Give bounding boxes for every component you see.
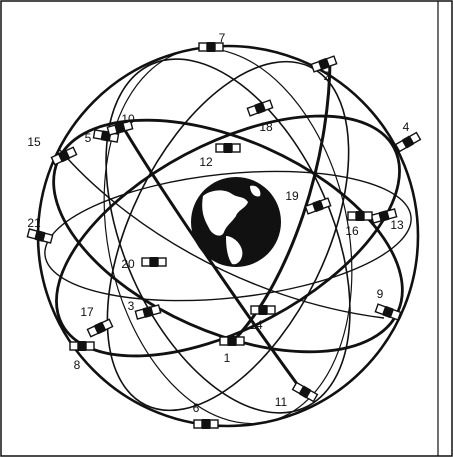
satellite-label-3: 3 xyxy=(128,299,135,313)
satellite-label-2: 2 xyxy=(324,69,331,83)
solar-panel-icon xyxy=(364,212,372,220)
satellite-label-8: 8 xyxy=(74,358,81,372)
solar-panel-icon xyxy=(236,337,244,345)
satellite-21 xyxy=(27,228,53,244)
satellite-body-icon xyxy=(224,143,232,153)
satellite-body-icon xyxy=(228,336,236,346)
satellite-label-5: 5 xyxy=(85,131,92,145)
satellite-label-7: 7 xyxy=(219,31,226,45)
satellite-14 xyxy=(251,305,275,315)
solar-panel-icon xyxy=(232,144,240,152)
satellite-label-10: 10 xyxy=(121,112,135,126)
satellite-12 xyxy=(216,143,240,153)
satellite-label-20: 20 xyxy=(121,257,135,271)
satellite-4 xyxy=(395,132,421,153)
solar-panel-icon xyxy=(93,130,102,139)
satellite-body-icon xyxy=(356,211,364,221)
satellite-20 xyxy=(142,257,166,267)
solar-panel-icon xyxy=(267,306,275,314)
satellite-label-9: 9 xyxy=(377,287,384,301)
solar-panel-icon xyxy=(251,306,259,314)
satellite-9 xyxy=(375,303,401,321)
solar-panel-icon xyxy=(70,342,78,350)
satellite-label-14: 14 xyxy=(249,318,263,332)
satellite-label-13: 13 xyxy=(390,218,404,232)
satellite-label-4: 4 xyxy=(403,120,410,134)
solar-panel-icon xyxy=(158,258,166,266)
satellite-label-15: 15 xyxy=(27,135,41,149)
satellite-6 xyxy=(194,419,218,429)
satellite-body-icon xyxy=(207,42,215,52)
satellite-11 xyxy=(292,382,318,403)
earth-globe xyxy=(191,177,281,267)
satellite-8 xyxy=(70,341,94,351)
satellite-label-12: 12 xyxy=(199,155,213,169)
satellite-label-16: 16 xyxy=(345,224,359,238)
solar-panel-icon xyxy=(220,337,228,345)
satellite-label-21: 21 xyxy=(27,216,41,230)
solar-panel-icon xyxy=(216,144,224,152)
satellite-label-1: 1 xyxy=(224,351,231,365)
satellite-body-icon xyxy=(259,305,267,315)
satellite-label-6: 6 xyxy=(193,401,200,415)
satellite-17 xyxy=(87,318,113,337)
satellite-body-icon xyxy=(202,419,210,429)
solar-panel-icon xyxy=(194,420,202,428)
satellite-1 xyxy=(220,336,244,346)
satellite-label-18: 18 xyxy=(259,120,273,134)
solar-panel-icon xyxy=(348,212,356,220)
solar-panel-icon xyxy=(142,258,150,266)
solar-panel-icon xyxy=(199,43,207,51)
satellite-body-icon xyxy=(150,257,158,267)
solar-panel-icon xyxy=(86,342,94,350)
satellite-body-icon xyxy=(78,341,86,351)
solar-panel-icon xyxy=(210,420,218,428)
satellite-label-17: 17 xyxy=(80,305,94,319)
satellite-label-11: 11 xyxy=(275,395,288,409)
satellite-label-19: 19 xyxy=(285,189,299,203)
satellite-16 xyxy=(348,211,372,221)
